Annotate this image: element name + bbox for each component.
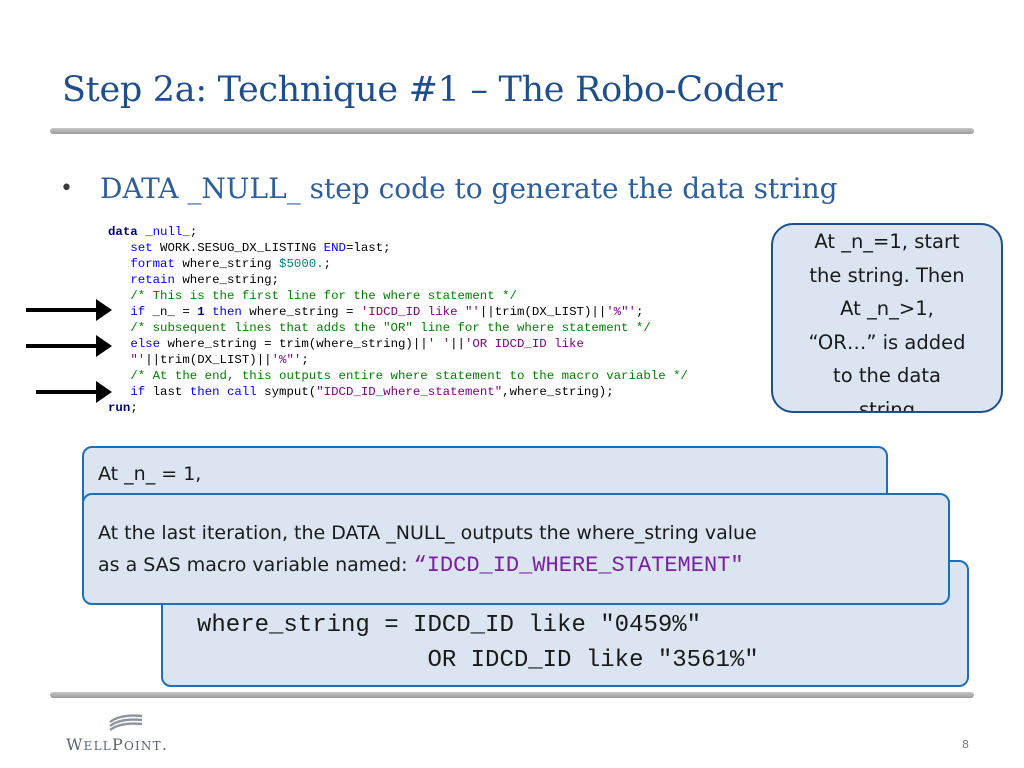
result-code-line: where_string = IDCD_ID like "0459%" bbox=[197, 612, 702, 639]
sas-code-block: data _null_; set WORK.SESUG_DX_LISTING E… bbox=[108, 224, 688, 416]
code-line: "'||trim(DX_LIST)||'%"'; bbox=[108, 352, 688, 368]
code-token: WORK.SESUG_DX_LISTING bbox=[152, 241, 324, 255]
code-token: /* This is the first line for the where … bbox=[130, 289, 517, 303]
code-line: run; bbox=[108, 400, 688, 416]
code-token: where_string; bbox=[174, 273, 280, 287]
code-token: else bbox=[130, 337, 161, 351]
code-token bbox=[108, 273, 130, 287]
result-code-line: OR IDCD_ID like "3561%" bbox=[197, 647, 759, 674]
callout-line: “OR…” is added bbox=[808, 330, 966, 354]
code-token: if bbox=[130, 385, 146, 399]
code-token: call bbox=[227, 385, 257, 399]
code-token: 1 bbox=[197, 305, 205, 319]
code-line: set WORK.SESUG_DX_LISTING END=last; bbox=[108, 240, 688, 256]
code-token: =last; bbox=[345, 241, 391, 255]
code-line: /* This is the first line for the where … bbox=[108, 288, 688, 304]
code-token: _null_ bbox=[145, 225, 190, 239]
code-token: END bbox=[323, 241, 346, 255]
bullet-dot-icon: • bbox=[60, 176, 73, 201]
callout-line: to the data bbox=[833, 364, 941, 387]
code-token: ||trim(DX_LIST)|| bbox=[145, 353, 272, 367]
code-token: /* subsequent lines that adds the "OR" l… bbox=[130, 321, 651, 335]
code-line: if _n_ = 1 then where_string = 'IDCD_ID … bbox=[108, 304, 688, 320]
code-token: then bbox=[212, 305, 242, 319]
bullet-point: • DATA _NULL_ step code to generate the d… bbox=[60, 172, 838, 205]
code-token: symput( bbox=[256, 385, 317, 399]
code-token: 'IDCD_ID like "' bbox=[360, 305, 480, 319]
code-token: if bbox=[130, 305, 146, 319]
code-token bbox=[108, 257, 130, 271]
code-token: ' ' bbox=[427, 337, 451, 351]
title-divider bbox=[50, 128, 974, 134]
callout-line: At _n_>1, bbox=[840, 297, 934, 320]
code-token: ; bbox=[130, 401, 138, 415]
code-token: ; bbox=[636, 305, 644, 319]
code-token: where_string = bbox=[241, 305, 361, 319]
code-token: _n_ = bbox=[145, 305, 198, 319]
info-box-last-iteration: At the last iteration, the DATA _NULL_ o… bbox=[82, 493, 950, 605]
code-token: last bbox=[145, 385, 190, 399]
code-token bbox=[108, 241, 130, 255]
code-token: "' bbox=[130, 353, 146, 367]
page-number: 8 bbox=[962, 738, 969, 751]
info-box-text: At the last iteration, the DATA _NULL_ o… bbox=[98, 517, 757, 582]
code-token bbox=[108, 321, 130, 335]
code-token: then bbox=[189, 385, 220, 399]
callout-line: the string. Then bbox=[809, 263, 965, 287]
logo-wordmark: WELLPOINT. bbox=[66, 735, 169, 754]
code-token: || bbox=[450, 337, 465, 351]
wellpoint-wave-icon bbox=[109, 714, 143, 731]
code-line: format where_string $5000.; bbox=[108, 256, 688, 272]
callout-line: string bbox=[859, 397, 915, 413]
code-token: 'OR IDCD_ID like bbox=[464, 337, 584, 351]
code-token: where_string = trim(where_string)|| bbox=[160, 337, 428, 351]
code-token bbox=[220, 385, 227, 399]
info-box-line: as a SAS macro variable named: “IDCD_ID_… bbox=[98, 549, 757, 582]
code-line: retain where_string; bbox=[108, 272, 688, 288]
code-token: '%"' bbox=[271, 353, 302, 367]
code-line: else where_string = trim(where_string)||… bbox=[108, 336, 688, 352]
code-token: data bbox=[108, 225, 138, 239]
info-box-line-prefix: as a SAS macro variable named: bbox=[98, 554, 414, 576]
code-token: ||trim(DX_LIST)|| bbox=[479, 305, 607, 319]
code-token: ; bbox=[189, 225, 198, 239]
info-box-line: At the last iteration, the DATA _NULL_ o… bbox=[98, 522, 757, 544]
code-token: retain bbox=[130, 273, 175, 287]
slide-title: Step 2a: Technique #1 – The Robo-Coder bbox=[62, 70, 783, 110]
code-token: ; bbox=[323, 257, 332, 271]
code-token bbox=[205, 305, 212, 319]
code-token: /* At the end, this outputs entire where… bbox=[130, 369, 688, 383]
bullet-text: DATA _NULL_ step code to generate the da… bbox=[100, 172, 838, 205]
result-code: where_string = IDCD_ID like "0459%" OR I… bbox=[197, 608, 759, 678]
code-token: ,where_string); bbox=[502, 385, 614, 399]
code-token: "IDCD_ID_where_statement" bbox=[316, 385, 503, 399]
code-line: data _null_; bbox=[108, 224, 688, 240]
code-token: run bbox=[108, 401, 131, 415]
arrow-right-icon bbox=[26, 299, 112, 321]
code-token: where_string bbox=[174, 257, 280, 271]
code-line: if last then call symput("IDCD_ID_where_… bbox=[108, 384, 688, 400]
macro-variable-name: “IDCD_ID_WHERE_STATEMENT" bbox=[413, 553, 744, 578]
code-line: /* subsequent lines that adds the "OR" l… bbox=[108, 320, 688, 336]
footer-divider bbox=[50, 692, 974, 698]
wellpoint-logo: WELLPOINT. bbox=[66, 712, 190, 758]
code-token: format bbox=[130, 257, 175, 271]
code-token: '%"' bbox=[606, 305, 636, 319]
code-token: ; bbox=[301, 353, 309, 367]
arrow-right-icon bbox=[36, 381, 112, 403]
callout-line: At _n_=1, start bbox=[814, 230, 960, 253]
callout-note: At _n_=1, start the string. Then At _n_>… bbox=[771, 223, 1003, 413]
code-line: /* At the end, this outputs entire where… bbox=[108, 368, 688, 384]
code-token: set bbox=[130, 241, 153, 255]
arrow-right-icon bbox=[26, 335, 112, 357]
info-box-text: At _n_ = 1, bbox=[98, 463, 202, 485]
code-token: $5000. bbox=[279, 257, 324, 271]
